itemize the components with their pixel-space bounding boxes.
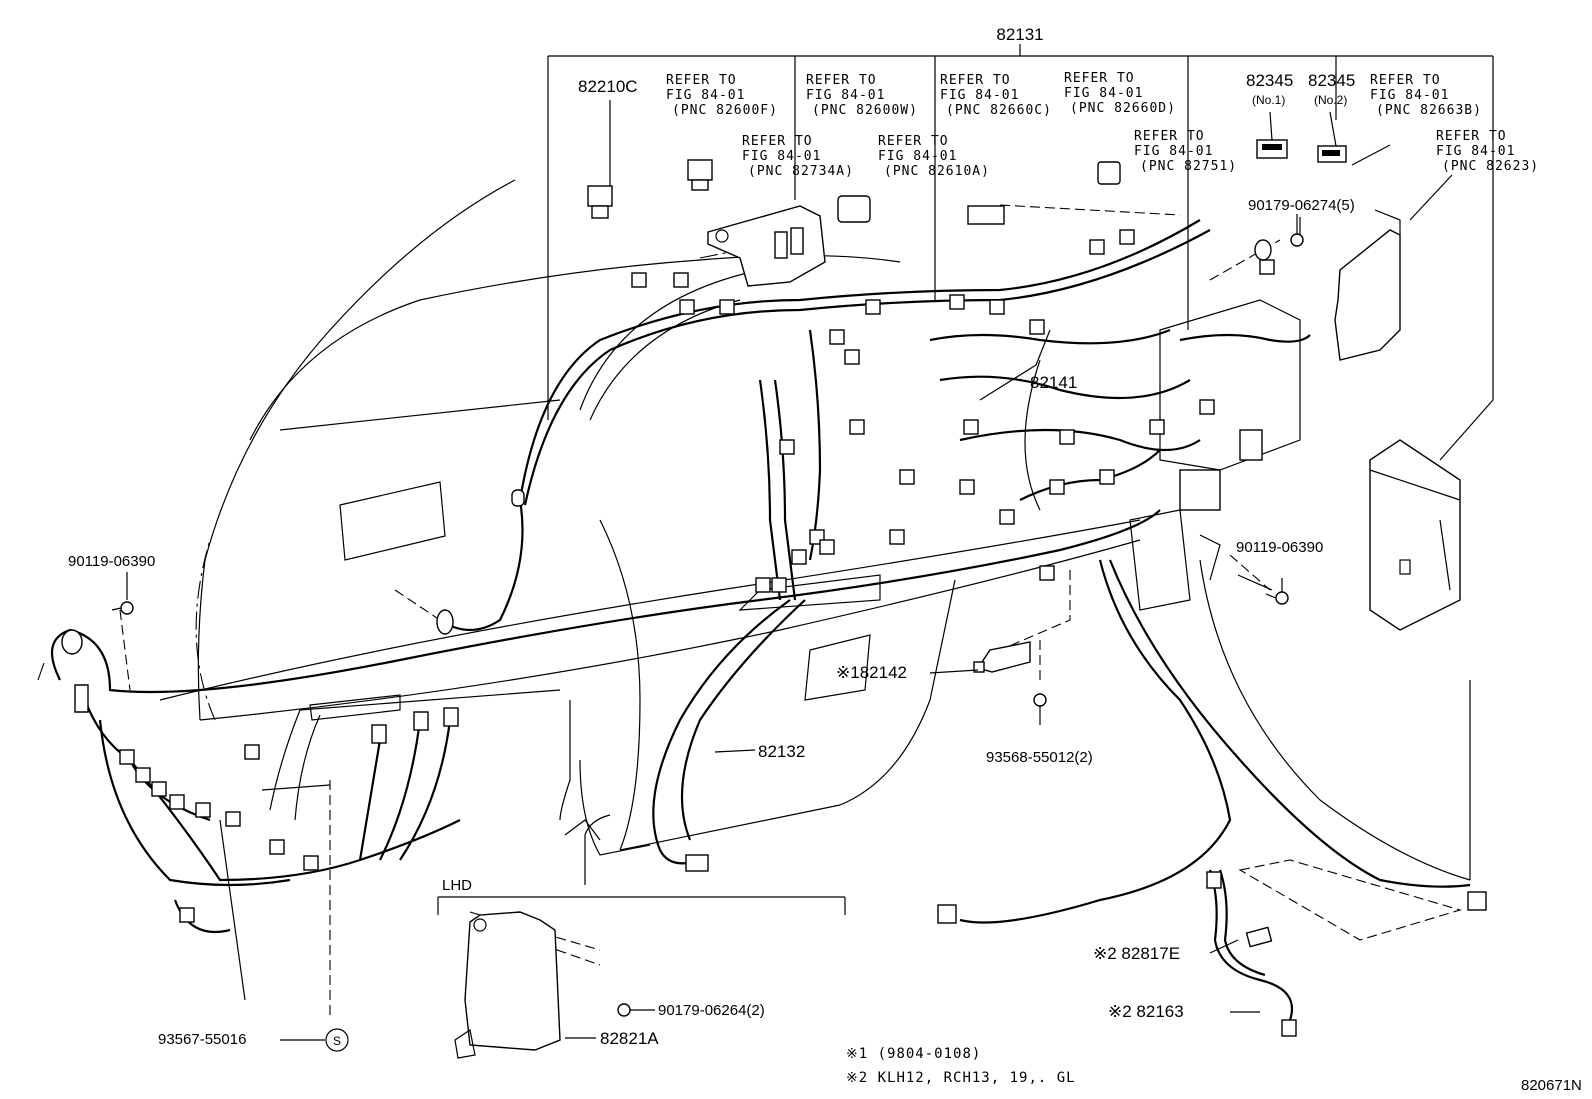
ref-line: (PNC 82600W) [812, 103, 918, 118]
label-182142: ※182142 [836, 663, 907, 682]
ref-line: (PNC 82660C) [946, 103, 1052, 118]
ref-82600W: REFER TO FIG 84-01 (PNC 82600W) [806, 73, 918, 118]
part-labels: 82131 82210C 82345 (No.1) 82345 (No.2) 8… [68, 25, 1582, 1094]
connector-cluster [119, 229, 1487, 1037]
ref-82751: REFER TO FIG 84-01 (PNC 82751) [1134, 129, 1237, 174]
footnote-2: ※2 KLH12, RCH13, 19,. GL [846, 1070, 1076, 1086]
label-82132: 82132 [758, 742, 805, 761]
ref-line: REFER TO [742, 134, 813, 149]
ref-line: FIG 84-01 [1134, 144, 1213, 159]
screw-90179-06274 [1290, 214, 1304, 247]
ref-line: FIG 84-01 [1064, 86, 1143, 101]
relay-82660D [1097, 161, 1121, 185]
ref-line: FIG 84-01 [666, 88, 745, 103]
label-82131: 82131 [996, 25, 1043, 44]
main-harness-bracket [547, 44, 1494, 420]
junction-block-82623 [1369, 439, 1461, 631]
ref-line: (PNC 82734A) [748, 164, 854, 179]
label-82345-no1-sub: (No.1) [1252, 93, 1285, 107]
ref-82660C: REFER TO FIG 84-01 (PNC 82660C) [940, 73, 1052, 118]
ref-line: FIG 84-01 [806, 88, 885, 103]
ref-line: REFER TO [1134, 129, 1205, 144]
s-marker-text: S [333, 1034, 341, 1048]
ref-82623: REFER TO FIG 84-01 (PNC 82623) [1436, 129, 1539, 174]
label-screw-top-right: 90179-06274(5) [1248, 197, 1355, 214]
relay-82600W [837, 195, 871, 223]
attachment-lines [37, 204, 1462, 1015]
footnotes: ※1 (9804-0108) ※2 KLH12, RCH13, 19,. GL [846, 1046, 1076, 1086]
label-82163: ※2 82163 [1108, 1002, 1184, 1021]
label-82345-no1: 82345 [1246, 71, 1293, 90]
ref-line: FIG 84-01 [742, 149, 821, 164]
ref-line: REFER TO [1436, 129, 1507, 144]
label-screw-mid: 93568-55012(2) [986, 749, 1093, 766]
ref-line: FIG 84-01 [1370, 88, 1449, 103]
bolt-90119-left [111, 572, 134, 615]
part-182142 [973, 641, 1031, 673]
ref-82660D: REFER TO FIG 84-01 (PNC 82660D) [1064, 71, 1176, 116]
lhd-inset [437, 896, 846, 1059]
label-clamp: 93567-55016 [158, 1031, 246, 1048]
ref-line: REFER TO [666, 73, 737, 88]
ref-line: FIG 84-01 [940, 88, 1019, 103]
label-bolt-left: 90119-06390 [68, 553, 155, 570]
screw-93568 [1033, 693, 1047, 725]
label-82817E: ※2 82817E [1093, 944, 1180, 963]
dashboard-outline [159, 179, 1471, 885]
ref-line: (PNC 82660D) [1070, 101, 1176, 116]
figure-id: 820671N [1521, 1077, 1582, 1094]
relay-82600F [687, 159, 713, 191]
bolt-90119-right [1265, 578, 1289, 605]
dash-label-plate [309, 694, 401, 721]
grommets [61, 239, 1272, 713]
label-bolt-right: 90119-06390 [1236, 539, 1323, 556]
ref-line: (PNC 82663B) [1376, 103, 1482, 118]
junction-block-right [1129, 299, 1301, 611]
label-82345-no2: 82345 [1308, 71, 1355, 90]
cover-82663B [1334, 209, 1401, 361]
ref-82600F: REFER TO FIG 84-01 (PNC 82600F) [666, 73, 778, 118]
wiring-harness [50, 219, 1471, 1021]
label-lhd: LHD [442, 877, 472, 894]
label-82141: 82141 [1030, 373, 1077, 392]
relay-82660C [967, 205, 1005, 225]
footnote-1: ※1 (9804-0108) [846, 1046, 981, 1062]
ref-line: FIG 84-01 [1436, 144, 1515, 159]
ref-82734A: REFER TO FIG 84-01 (PNC 82734A) [742, 134, 854, 179]
ref-82610A: REFER TO FIG 84-01 (PNC 82610A) [878, 134, 990, 179]
ref-line: REFER TO [1064, 71, 1135, 86]
label-bracket-82821A: 82821A [600, 1029, 659, 1048]
relay-82345-no1 [1256, 139, 1288, 159]
relay-82345-no2 [1317, 145, 1347, 163]
ref-line: (PNC 82751) [1140, 159, 1237, 174]
ref-line: (PNC 82610A) [884, 164, 990, 179]
ref-line: REFER TO [940, 73, 1011, 88]
label-screw-lhd: 90179-06264(2) [658, 1002, 765, 1019]
ref-line: REFER TO [1370, 73, 1441, 88]
ref-line: REFER TO [806, 73, 877, 88]
ref-line: FIG 84-01 [878, 149, 957, 164]
s-marker: S [325, 1028, 349, 1052]
relay-block-82734A [707, 205, 826, 287]
leader-lines [219, 100, 1494, 1041]
ref-line: (PNC 82600F) [672, 103, 778, 118]
ref-line: REFER TO [878, 134, 949, 149]
relay-82210C [587, 185, 613, 219]
label-82210C: 82210C [578, 77, 638, 96]
ref-82663B: REFER TO FIG 84-01 (PNC 82663B) [1370, 73, 1482, 118]
label-82345-no2-sub: (No.2) [1314, 93, 1347, 107]
ref-line: (PNC 82623) [1442, 159, 1539, 174]
